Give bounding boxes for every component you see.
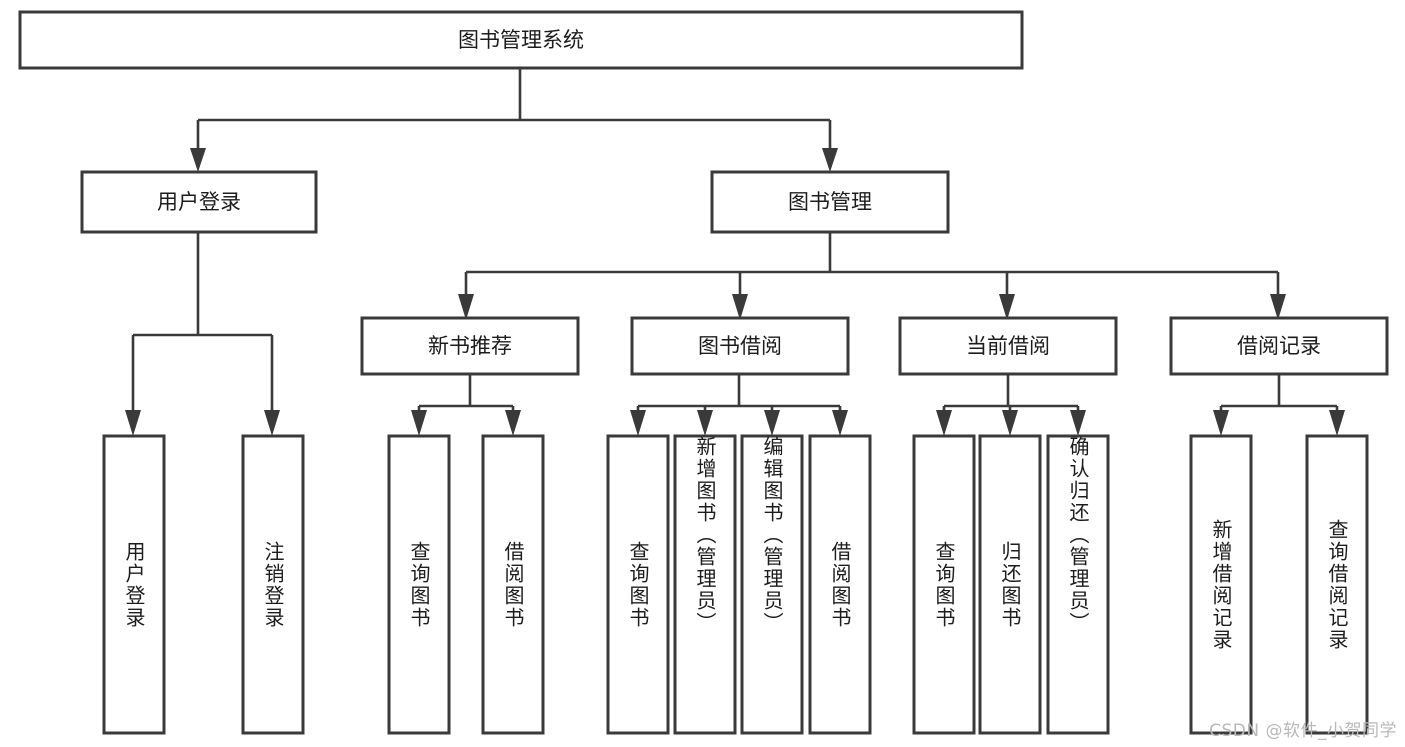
leaf-box-currentborrow-1[interactable]	[978, 434, 1042, 735]
connector-root-to-level2	[190, 68, 838, 172]
node-user-login-box[interactable]	[80, 170, 318, 234]
node-book-management-box[interactable]	[710, 170, 950, 234]
leaf-box-borrowrecord-1[interactable]	[1305, 434, 1369, 735]
leaf-box-borrowrecord-0[interactable]	[1189, 434, 1253, 735]
node-current-borrow-label: 当前借阅	[966, 334, 1050, 358]
leaf-box-currentborrow-2[interactable]	[1046, 434, 1110, 735]
node-book-borrow-box[interactable]	[630, 316, 850, 376]
node-root-label: 图书管理系统	[458, 28, 584, 52]
node-book-borrow-label: 图书借阅	[698, 334, 782, 358]
leaf-box-bookborrow-1[interactable]	[673, 434, 737, 735]
leaf-box-bookborrow-0[interactable]	[606, 434, 670, 735]
leaf-box-bookborrow-3[interactable]	[808, 434, 872, 735]
leaf-box-bookborrow-2[interactable]	[740, 434, 804, 735]
node-new-book-recommend-box[interactable]	[360, 316, 580, 376]
node-new-book-recommend-label: 新书推荐	[428, 334, 512, 358]
node-borrow-record-label: 借阅记录	[1237, 334, 1321, 358]
leaf-box-newbook-0[interactable]	[387, 434, 451, 735]
node-book-management-label: 图书管理	[788, 190, 872, 214]
node-borrow-record-box[interactable]	[1169, 316, 1389, 376]
connector-user-login-to-leaves	[125, 232, 280, 436]
node-user-login-label: 用户登录	[157, 190, 241, 214]
connector-bookborrow-to-leaves	[630, 374, 848, 436]
node-current-borrow-box[interactable]	[898, 316, 1118, 376]
leaf-box-currentborrow-0[interactable]	[912, 434, 976, 735]
leaf-box-user-login-0[interactable]	[102, 434, 166, 735]
connector-book-mgmt-to-level3	[458, 232, 1286, 320]
connector-currentborrow-to-leaves	[936, 374, 1086, 436]
node-root-box[interactable]	[18, 10, 1024, 70]
csdn-watermark: CSDN @软件_小贺同学	[1209, 721, 1397, 741]
connector-borrowrecord-to-leaves	[1213, 374, 1345, 436]
connector-newbook-to-leaves	[411, 374, 521, 436]
leaf-box-newbook-1[interactable]	[481, 434, 545, 735]
leaf-box-user-login-1[interactable]	[241, 434, 305, 735]
